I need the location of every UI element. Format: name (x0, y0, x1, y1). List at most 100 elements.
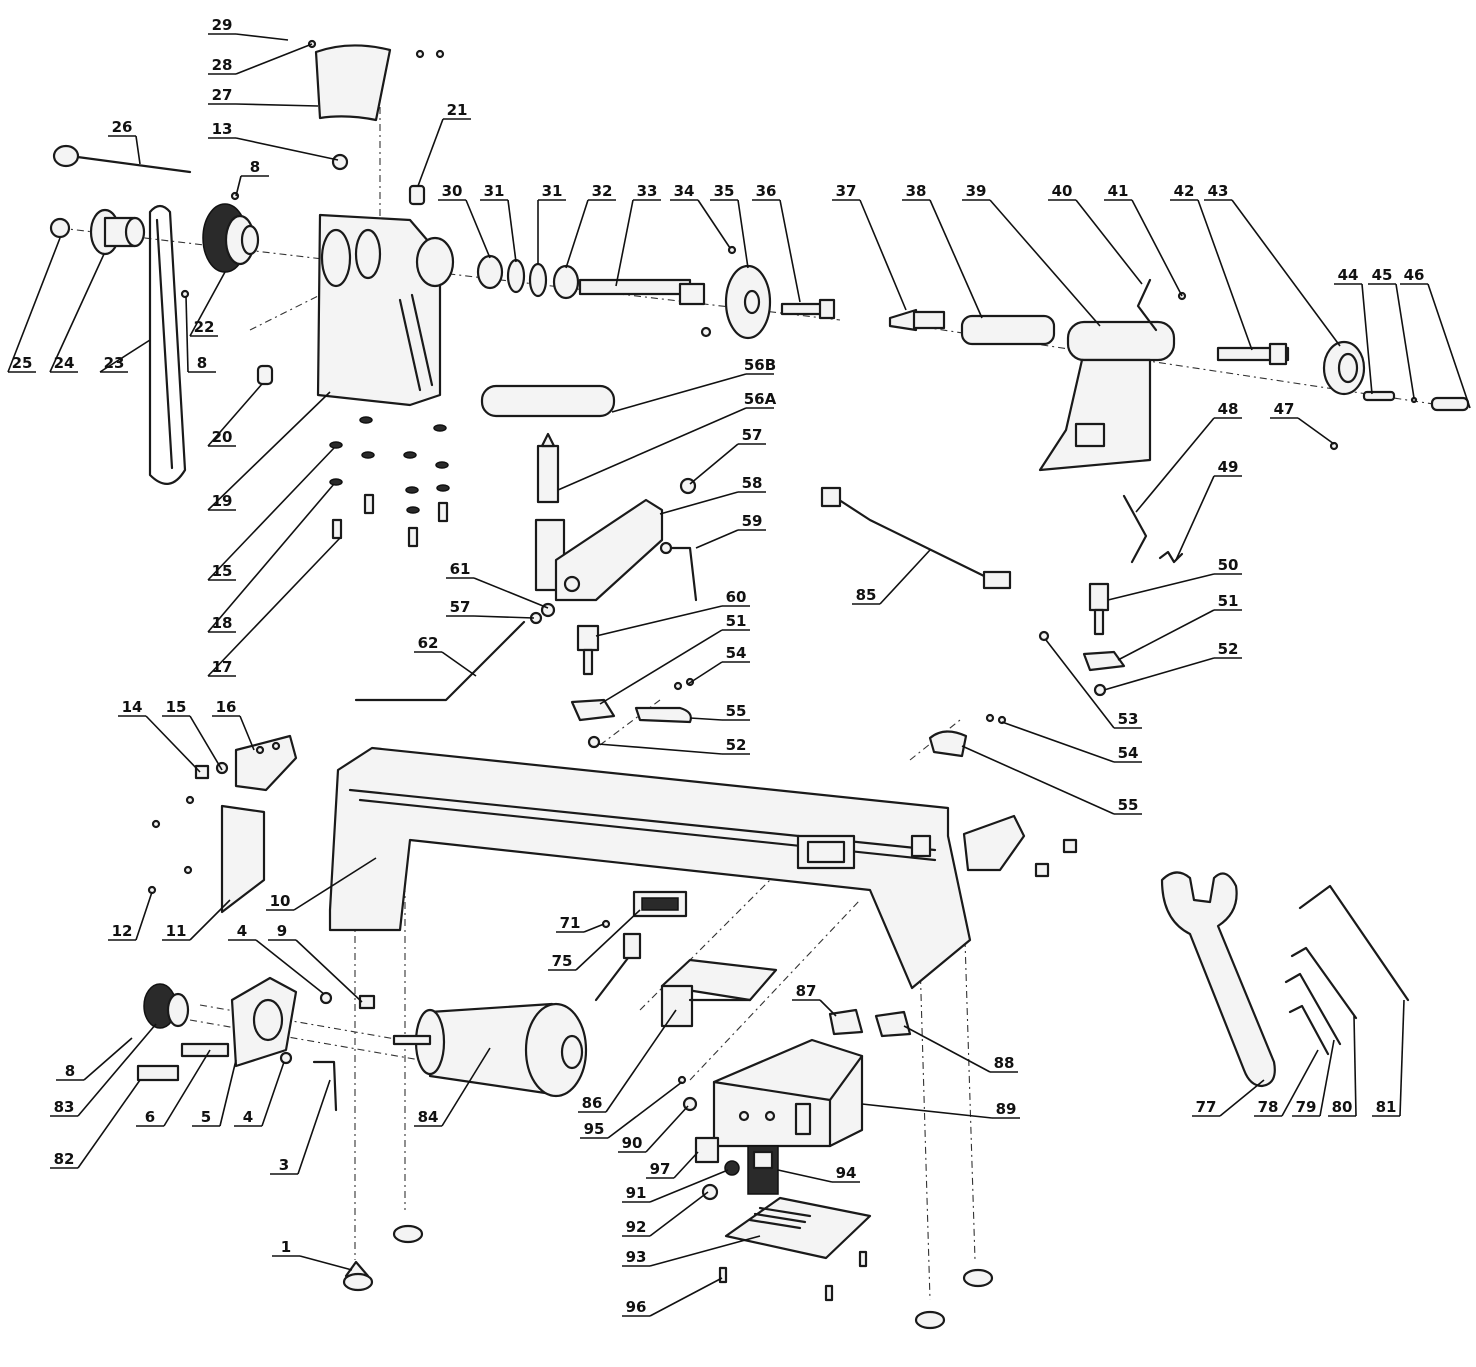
callout-leader (77, 1023, 157, 1117)
callout-label-c81: 81 (1376, 1098, 1397, 1116)
callout-label-c51b: 51 (1218, 592, 1239, 610)
nut-52-tail (1093, 683, 1107, 697)
washer-25 (49, 217, 71, 239)
callout-leader (557, 407, 747, 491)
callout-label-c8a: 8 (250, 158, 260, 176)
callout-label-c3: 3 (279, 1156, 289, 1174)
spindle-pulley-22 (202, 203, 260, 273)
callout-label-c52a: 52 (726, 736, 747, 754)
callout-label-c6: 6 (145, 1108, 155, 1126)
strain-relief-88 (874, 1010, 912, 1038)
callout-label-c56a: 56A (744, 390, 777, 408)
bolt-14 (194, 764, 210, 780)
motor-pulley-83 (143, 983, 190, 1029)
bottom-plate-93 (724, 1196, 872, 1260)
callout-label-c91: 91 (626, 1184, 647, 1202)
callout-label-c34: 34 (674, 182, 695, 200)
tool-rest-post-56A (536, 432, 560, 504)
callout-label-c86: 86 (582, 1094, 603, 1112)
callout-label-c14: 14 (122, 698, 143, 716)
callout-leader (185, 295, 189, 373)
callout-leader (737, 199, 749, 269)
spindle-42 (1216, 342, 1290, 366)
screw-47 (1329, 441, 1339, 451)
shaft-6 (180, 1042, 230, 1058)
callout-label-c28: 28 (212, 56, 233, 74)
callout-leader (163, 1049, 211, 1127)
callout-leader (697, 199, 731, 249)
clip-55-right (928, 713, 1007, 758)
motor-bracket-5 (230, 976, 298, 1068)
callout-leader (1103, 657, 1215, 691)
callout-leader (1219, 1079, 1265, 1117)
callout-leader (1001, 721, 1115, 763)
callout-leader (1075, 199, 1143, 285)
callout-label-c15a: 15 (212, 562, 233, 580)
callout-leader (235, 137, 339, 161)
callout-leader (77, 1079, 141, 1169)
callout-leader (695, 529, 739, 549)
callout-leader (207, 537, 341, 677)
lathe-bed-10 (328, 746, 972, 990)
callout-label-c16: 16 (216, 698, 237, 716)
motor-84 (392, 1002, 588, 1098)
bolt-9 (358, 994, 376, 1010)
spindle-bearings (476, 254, 580, 300)
callout-label-c5: 5 (201, 1108, 211, 1126)
clamp-bolt-60 (576, 624, 600, 676)
callout-label-c31b: 31 (542, 182, 563, 200)
callout-label-c4a: 4 (237, 922, 247, 940)
callout-label-c42: 42 (1174, 182, 1195, 200)
wrench-77 (1160, 871, 1276, 1088)
drive-belt-23 (148, 204, 187, 485)
callout-leader (1131, 199, 1183, 297)
callout-leader (929, 199, 983, 319)
headstock-19 (316, 213, 455, 407)
callout-label-c37: 37 (836, 182, 857, 200)
bracket-16-left (234, 734, 298, 792)
controller-86 (660, 958, 778, 1028)
callout-leader (473, 577, 549, 609)
callout-label-c79: 79 (1296, 1098, 1317, 1116)
speed-display-75 (632, 890, 688, 918)
callout-label-c33: 33 (637, 182, 658, 200)
callout-label-c88: 88 (994, 1054, 1015, 1072)
callout-leader (189, 715, 223, 771)
spindle-33 (578, 278, 712, 338)
callout-leader (441, 1047, 491, 1127)
motor-lock-handle-3 (312, 1060, 338, 1112)
callout-leader (465, 199, 491, 259)
callout-label-c8b: 8 (197, 354, 207, 372)
callout-leader (611, 373, 747, 413)
callout-label-c57a: 57 (742, 426, 763, 444)
callout-leader (235, 33, 289, 41)
screw-96-a (718, 1266, 728, 1284)
callout-label-c21: 21 (447, 101, 468, 119)
callout-leader (99, 339, 151, 373)
callout-leader (1107, 573, 1215, 601)
knockout-bar-26 (52, 144, 192, 174)
callout-leader (861, 1103, 993, 1119)
callout-label-c90: 90 (622, 1134, 643, 1152)
callout-label-c29: 29 (212, 16, 233, 34)
callout-label-c10: 10 (270, 892, 291, 910)
callout-leader (777, 1169, 833, 1183)
callout-leader (1175, 475, 1215, 561)
callout-label-c55a: 55 (726, 702, 747, 720)
pin-20 (256, 364, 274, 386)
pin-44 (1362, 390, 1396, 402)
callout-leader (599, 629, 723, 705)
callout-label-c15b: 15 (166, 698, 187, 716)
clamp-plate-51-tail (1082, 650, 1126, 672)
callout-leader (135, 135, 141, 165)
callout-label-c49: 49 (1218, 458, 1239, 476)
bolt-21 (408, 184, 426, 206)
callout-label-c25: 25 (12, 354, 33, 372)
callout-leader (649, 1169, 729, 1203)
washer-4-low (279, 1051, 293, 1065)
key-34 (727, 245, 737, 255)
callout-label-c78: 78 (1258, 1098, 1279, 1116)
callout-leader (859, 199, 907, 311)
clamp-bolt-50 (1088, 582, 1110, 636)
callout-leader (607, 1081, 683, 1139)
